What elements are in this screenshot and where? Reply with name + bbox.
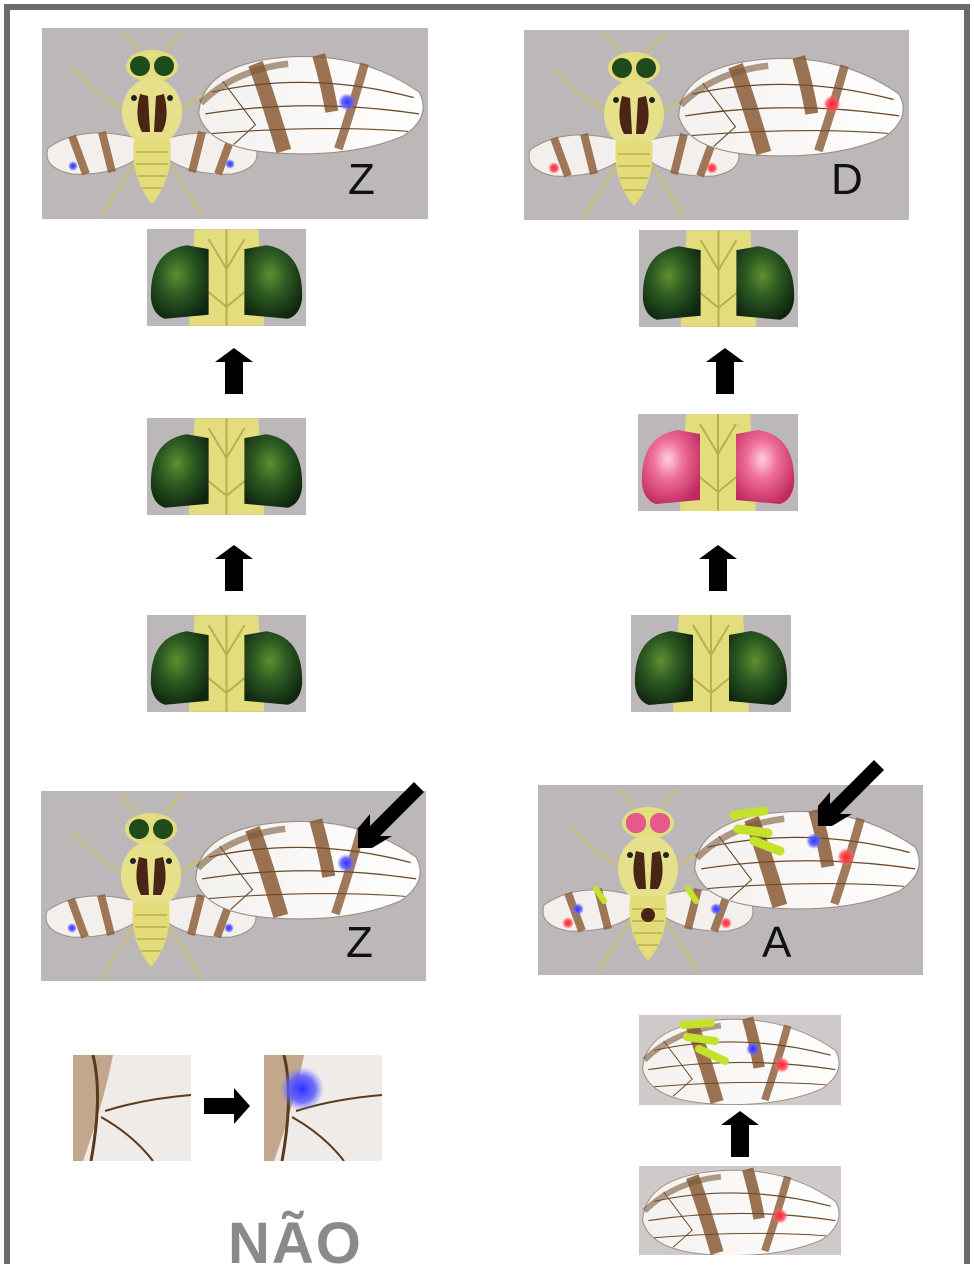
wing-panel-marked xyxy=(639,1015,841,1105)
wing-illustration xyxy=(639,1015,841,1105)
fly-illustration xyxy=(41,791,426,981)
arrow-diagonal-icon xyxy=(358,782,424,848)
panel-label: A xyxy=(762,918,792,967)
head-eyes-pink-icon xyxy=(638,414,798,511)
wing-zoom-after xyxy=(264,1055,382,1161)
head-eyes-icon xyxy=(639,230,798,327)
wing-illustration xyxy=(639,1166,841,1255)
head-eyes-icon xyxy=(147,418,306,515)
wing-zoom-before xyxy=(73,1055,191,1161)
panel-label: Z xyxy=(346,918,373,967)
panel-label: Z xyxy=(348,155,375,204)
arrow-up-icon xyxy=(215,348,253,394)
wing-panel-base xyxy=(639,1166,841,1255)
head-eyes-icon xyxy=(147,615,306,712)
fly-illustration xyxy=(42,28,428,219)
fly-panel-mid-right: A xyxy=(538,785,923,975)
panel-label: D xyxy=(831,155,863,204)
figure-frame xyxy=(4,4,970,1264)
fly-panel-top-left: Z xyxy=(42,28,428,219)
fly-illustration xyxy=(538,785,923,975)
arrow-right-icon xyxy=(204,1088,250,1124)
arrow-up-icon xyxy=(699,545,737,591)
head-eyes-icon xyxy=(147,229,306,326)
arrow-up-icon xyxy=(215,545,253,591)
nao-text: NÃO xyxy=(228,1211,363,1276)
arrow-up-icon xyxy=(721,1111,759,1157)
arrow-diagonal-icon xyxy=(818,760,884,826)
head-eyes-icon xyxy=(631,615,791,712)
fly-illustration xyxy=(524,30,909,220)
fly-panel-mid-left: Z xyxy=(41,791,426,981)
arrow-up-icon xyxy=(706,348,744,394)
fly-panel-top-right: D xyxy=(524,30,909,220)
